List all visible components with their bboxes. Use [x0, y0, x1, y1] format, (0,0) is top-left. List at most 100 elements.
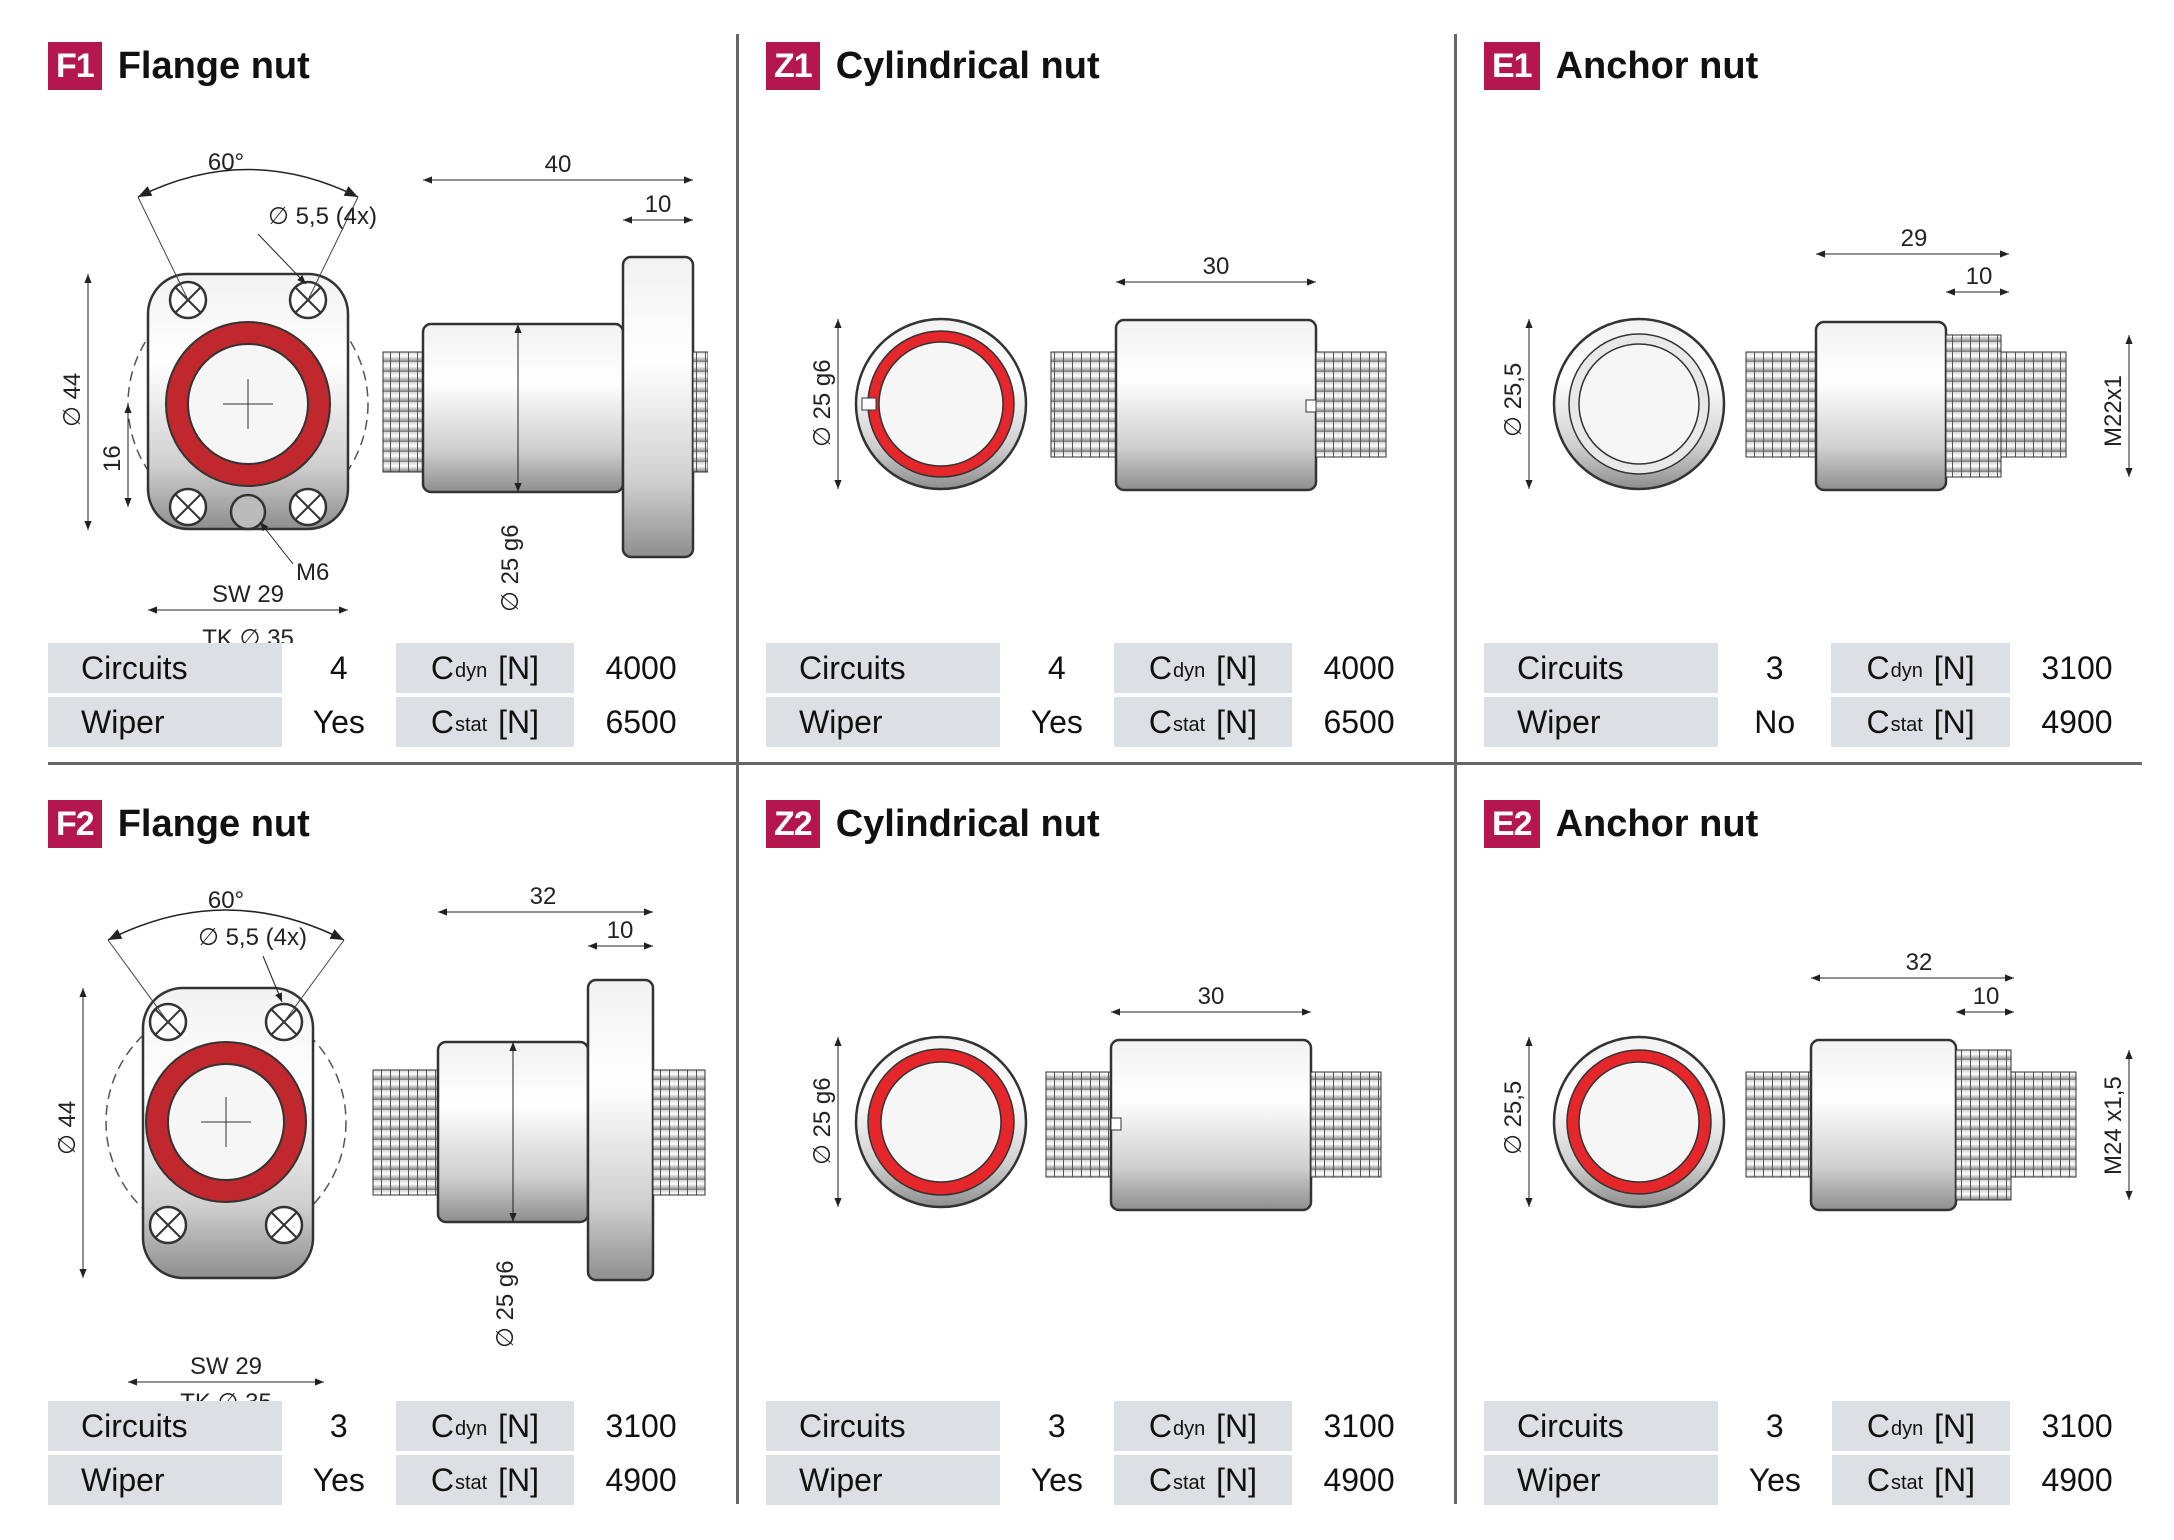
code-badge: F2 [48, 800, 102, 848]
table-row: Wiper Yes Cstat [N] 6500 [48, 697, 708, 747]
panel-title: E1 Anchor nut [1484, 42, 1758, 90]
cdyn-label: Cdyn [N] [395, 1401, 575, 1451]
panel-z1: Z1 Cylindrical nut ∅ 25 g6 30 Circuits 4… [766, 42, 1426, 782]
circuits-value: 4 [999, 643, 1114, 693]
side-view: 30 [1050, 253, 1387, 492]
table-row: Wiper Yes Cstat [N] 6500 [766, 697, 1426, 747]
wiper-value: No [1718, 697, 1832, 747]
cdyn-value: 3100 [1292, 1401, 1426, 1451]
sw-label: SW 29 [190, 1353, 262, 1380]
thread-label: M22x1 [2100, 375, 2127, 447]
wiper-value: Yes [1717, 1455, 1832, 1505]
cdyn-value: 4000 [574, 643, 708, 693]
cdyn-value: 4000 [1292, 643, 1426, 693]
shaft-label: ∅ 25 g6 [492, 1260, 519, 1348]
cstat-value: 4900 [1292, 1455, 1426, 1505]
panel-title-text: Flange nut [117, 44, 310, 87]
panel-title: Z2 Cylindrical nut [766, 800, 1100, 848]
spec-table: Circuits 3 Cdyn [N] 3100 Wiper Yes Cstat… [1484, 1397, 2144, 1509]
table-row: Wiper Yes Cstat [N] 4900 [766, 1455, 1426, 1505]
table-row: Circuits 4 Cdyn [N] 4000 [48, 643, 708, 693]
drawing-f2: 60° ∅ 5,5 (4x) ∅ 44 SW 29 TK ∅ 35 32 10 … [54, 883, 706, 1422]
circuits-label: Circuits [1484, 1401, 1718, 1451]
wiper-label: Wiper [766, 1455, 1000, 1505]
drawing-e1: ∅ 25,5 29 10 M22x1 [1500, 225, 2133, 492]
panel-f1: F1 Flange nut 60° [48, 42, 708, 782]
sw-label: SW 29 [212, 581, 284, 608]
panel-title: Z1 Cylindrical nut [766, 42, 1100, 90]
table-row: Wiper No Cstat [N] 4900 [1484, 697, 2144, 747]
vertical-divider-1 [736, 34, 739, 1504]
cstat-label: Cstat [N] [1113, 1455, 1293, 1505]
cstat-label: Cstat [N] [395, 697, 575, 747]
spec-table: Circuits 3 Cdyn [N] 3100 Wiper No Cstat … [1484, 639, 2144, 751]
drawing-f1: 60° ∅ 5,5 (4x) ∅ 44 16 M6 SW 29 TK ∅ 35 … [59, 149, 708, 658]
cdyn-label: Cdyn [N] [1831, 643, 2010, 693]
circuits-value: 3 [1718, 643, 1832, 693]
wiper-label: Wiper [766, 697, 1000, 747]
table-row: Wiper Yes Cstat [N] 4900 [1484, 1455, 2144, 1505]
circuits-value: 3 [1717, 1401, 1832, 1451]
side-view: 32 10 ∅ 25 g6 [372, 883, 706, 1348]
circuits-label: Circuits [766, 1401, 1000, 1451]
dia-label: ∅ 25,5 [1500, 363, 1527, 437]
circuits-value: 3 [281, 1401, 396, 1451]
wiper-value: Yes [999, 1455, 1114, 1505]
front-view: 60° ∅ 5,5 (4x) ∅ 44 SW 29 TK ∅ 35 [54, 887, 347, 1422]
drawing-z2: ∅ 25 g6 30 [809, 983, 1382, 1212]
cstat-label: Cstat [N] [395, 1455, 575, 1505]
panel-title-text: Anchor nut [1555, 802, 1759, 845]
circuits-value: 4 [281, 643, 396, 693]
cdyn-label: Cdyn [N] [1113, 643, 1293, 693]
panel-e2: E2 Anchor nut ∅ 25,5 32 10 M24 x1,5 Circ… [1484, 800, 2144, 1540]
dia-label: ∅ 44 [54, 1101, 81, 1155]
angle-label: 60° [208, 887, 244, 914]
wiper-label: Wiper [48, 1455, 282, 1505]
side-view: 29 10 M22x1 [1745, 225, 2133, 492]
thread-label: M24 x1,5 [2100, 1076, 2127, 1175]
panel-title: F1 Flange nut [48, 42, 310, 90]
cstat-value: 4900 [2010, 1455, 2144, 1505]
cdyn-value: 3100 [2009, 643, 2144, 693]
cstat-label: Cstat [N] [1113, 697, 1293, 747]
panel-title-text: Anchor nut [1555, 44, 1759, 87]
horizontal-divider [48, 762, 2142, 765]
front-view: ∅ 25 g6 [809, 1035, 1028, 1209]
panel-e1: E1 Anchor nut ∅ 25,5 29 10 M22x1 Circuit… [1484, 42, 2144, 782]
vertical-divider-2 [1454, 34, 1457, 1504]
panel-title-text: Cylindrical nut [835, 44, 1100, 87]
panel-title: E2 Anchor nut [1484, 800, 1758, 848]
cstat-value: 4900 [574, 1455, 708, 1505]
spec-table: Circuits 4 Cdyn [N] 4000 Wiper Yes Cstat… [766, 639, 1426, 751]
code-badge: Z2 [766, 800, 820, 848]
wiper-label: Wiper [48, 697, 282, 747]
dia-label: ∅ 44 [59, 373, 86, 427]
cdyn-label: Cdyn [N] [395, 643, 575, 693]
h-label: 16 [99, 445, 126, 472]
circuits-label: Circuits [48, 643, 282, 693]
front-view: ∅ 25,5 [1500, 1035, 1726, 1209]
front-view: 60° ∅ 5,5 (4x) ∅ 44 16 M6 SW 29 TK ∅ 35 [59, 149, 377, 658]
spec-table: Circuits 3 Cdyn [N] 3100 Wiper Yes Cstat… [48, 1397, 708, 1509]
circuits-label: Circuits [766, 643, 1000, 693]
drawing-e2: ∅ 25,5 32 10 M24 x1,5 [1500, 949, 2133, 1212]
side-view: 32 10 M24 x1,5 [1745, 949, 2133, 1212]
cstat-label: Cstat [N] [1831, 1455, 2011, 1505]
panel-z2: Z2 Cylindrical nut ∅ 25 g6 30 Circuits 3… [766, 800, 1426, 1540]
shaft-label: ∅ 25 g6 [497, 524, 524, 612]
panel-title: F2 Flange nut [48, 800, 310, 848]
cdyn-label: Cdyn [N] [1113, 1401, 1293, 1451]
table-row: Circuits 3 Cdyn [N] 3100 [48, 1401, 708, 1451]
spec-table: Circuits 3 Cdyn [N] 3100 Wiper Yes Cstat… [766, 1397, 1426, 1509]
len-label: 29 [1901, 225, 1928, 252]
spec-table: Circuits 4 Cdyn [N] 4000 Wiper Yes Cstat… [48, 639, 708, 751]
wiper-label: Wiper [1484, 697, 1719, 747]
wiper-value: Yes [999, 697, 1114, 747]
holes-label: ∅ 5,5 (4x) [198, 924, 307, 951]
front-view: ∅ 25,5 [1500, 317, 1726, 491]
panel-f2: F2 Flange nut 60° ∅ 5,5 (4x) [48, 800, 708, 1540]
m-label: M6 [296, 559, 329, 586]
cstat-label: Cstat [N] [1831, 697, 2010, 747]
side-view: 40 10 ∅ 25 g6 [382, 151, 708, 612]
front-view: ∅ 25 g6 [809, 317, 1028, 491]
